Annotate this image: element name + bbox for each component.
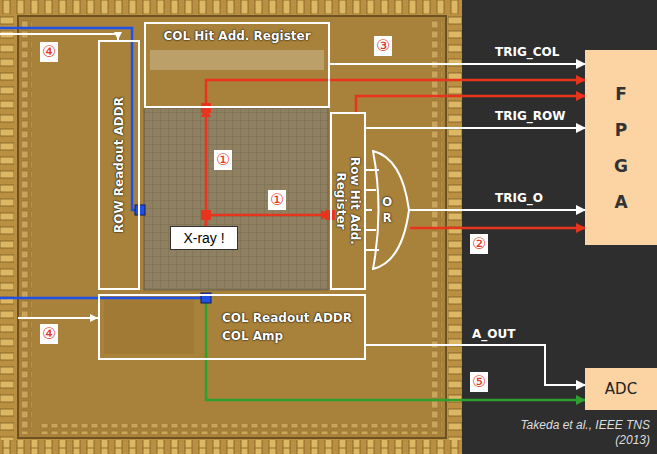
register-box: Row Hit Add. Register <box>330 112 366 290</box>
signal-arrow <box>366 127 585 129</box>
xray-box: X-ray ! <box>170 226 238 250</box>
trigger-arrow <box>205 108 208 226</box>
node-text: X-ray ! <box>183 231 224 245</box>
readout-wire <box>0 297 201 300</box>
citation-note: Takeda et al., IEEE TNS (2013) <box>505 418 650 448</box>
callout-number: ③ <box>374 36 392 56</box>
signal-name: TRIG_COL <box>495 44 559 60</box>
callout-number: ④ <box>40 324 58 344</box>
signal-name: TRIG_ROW <box>495 108 565 124</box>
signal-arrow <box>330 63 585 65</box>
hit-wire <box>206 80 330 108</box>
callout-number: ① <box>214 150 232 170</box>
fpga-box: FPGA <box>585 50 657 245</box>
readout-marker <box>135 205 145 215</box>
address-box: ROW Readout ADDR <box>98 40 140 290</box>
callout-number: ④ <box>40 42 58 62</box>
analog-wire <box>205 303 208 360</box>
node-text: COL Hit Add. Register <box>163 29 310 43</box>
or-gate: OR <box>372 150 410 270</box>
node-text: Row Hit Add. Register <box>334 151 362 251</box>
signal-arrow <box>410 209 585 211</box>
signal-arrow <box>366 209 372 211</box>
node-text: FPGA <box>613 76 630 220</box>
node-text: ADC <box>605 382 637 396</box>
node-text: COL Readout ADDR <box>222 311 352 325</box>
register-box: COL Hit Add. Register <box>144 22 330 108</box>
trigger-arrow <box>410 227 585 230</box>
trigger-arrow <box>330 79 585 82</box>
address-wire <box>18 317 98 319</box>
node-text: COL Amp <box>222 329 283 343</box>
node-text: OR <box>381 194 393 226</box>
node-text: ROW Readout ADDR <box>112 47 126 283</box>
or-gate-shape <box>373 151 409 269</box>
trigger-arrow <box>206 215 330 226</box>
or-gate-outline <box>372 150 410 270</box>
signal-name: A_OUT <box>472 326 515 342</box>
callout-number: ① <box>268 190 286 210</box>
signal-name: TRIG_O <box>495 190 543 206</box>
readout-box: COL Readout ADDR COL Amp <box>98 294 366 360</box>
analog-arrow <box>206 360 585 400</box>
callout-number: ② <box>470 234 488 254</box>
callout-number: ⑤ <box>470 372 488 392</box>
adc-box: ADC <box>585 368 657 410</box>
